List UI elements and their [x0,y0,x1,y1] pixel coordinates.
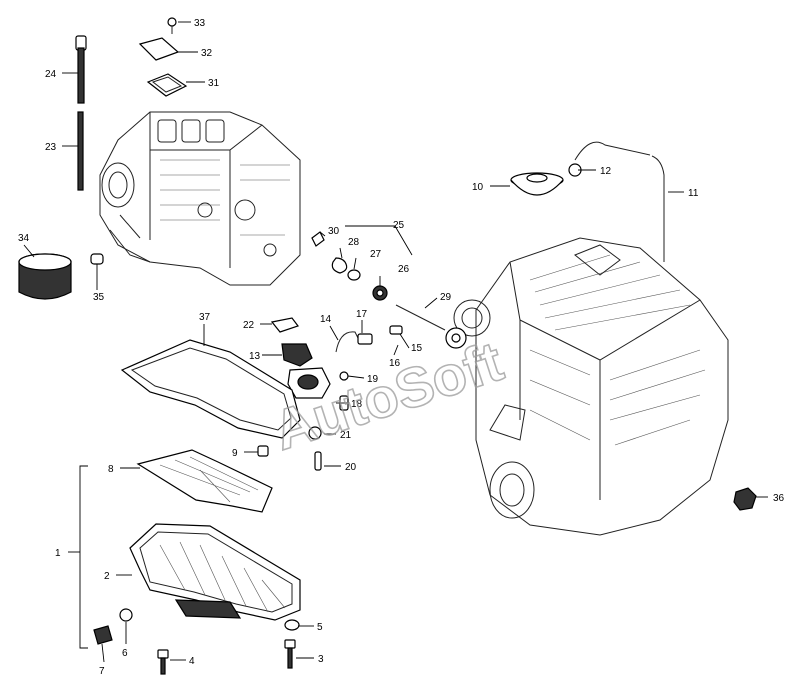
oil-pump-drive-shaft-29 [395,304,467,349]
callout-12: 12 [600,166,612,177]
callout-14: 14 [320,314,332,325]
oil-filter-parts [18,253,104,300]
callout-20: 20 [345,462,357,473]
engine-block-illustration [99,111,301,286]
callout-34: 34 [18,233,30,244]
callout-4: 4 [189,656,195,667]
callout-9: 9 [232,448,238,459]
callout-37: 37 [199,312,211,323]
callout-32: 32 [201,48,213,59]
oil-pan-gasket-37 [120,339,301,439]
callout-7: 7 [99,666,105,677]
callout-2: 2 [104,571,110,582]
callout-1: 1 [55,548,61,559]
callout-35: 35 [93,292,105,303]
dipstick-tube-parts [75,35,87,191]
callout-16: 16 [389,358,401,369]
oil-filler-parts [510,141,665,262]
baffle-plate-8 [136,449,273,513]
callout-19: 19 [367,374,379,385]
callout-3: 3 [318,654,324,665]
callout-5: 5 [317,622,323,633]
callout-21: 21 [340,430,352,441]
leader-lines [23,21,768,663]
callout-27: 27 [370,249,382,260]
oil-pan-2 [129,523,301,621]
callout-8: 8 [108,464,114,475]
callout-18: 18 [351,399,363,410]
top-cover-parts [138,17,188,97]
callout-24: 24 [45,69,57,80]
callout-29: 29 [440,292,452,303]
callout-10: 10 [472,182,484,193]
small-seals-parts [311,231,388,301]
callout-labels: 1 2 3 4 5 6 7 8 9 10 11 12 13 14 15 16 1… [18,18,785,677]
oil-pressure-sender-36 [733,487,757,511]
callout-31: 31 [208,78,220,89]
callout-15: 15 [411,343,423,354]
engine-assembly-illustration [453,237,729,536]
callout-22: 22 [243,320,255,331]
callout-26: 26 [398,264,410,275]
callout-6: 6 [122,648,128,659]
callout-28: 28 [348,237,360,248]
oil-pump-assembly [257,317,403,471]
callout-11: 11 [688,188,699,199]
callout-23: 23 [45,142,57,153]
oil-pan-fasteners [93,608,300,675]
callout-25: 25 [393,220,405,231]
callout-33: 33 [194,18,206,29]
callout-36: 36 [773,493,785,504]
callout-30: 30 [328,226,340,237]
callout-13: 13 [249,351,261,362]
callout-17: 17 [356,309,368,320]
